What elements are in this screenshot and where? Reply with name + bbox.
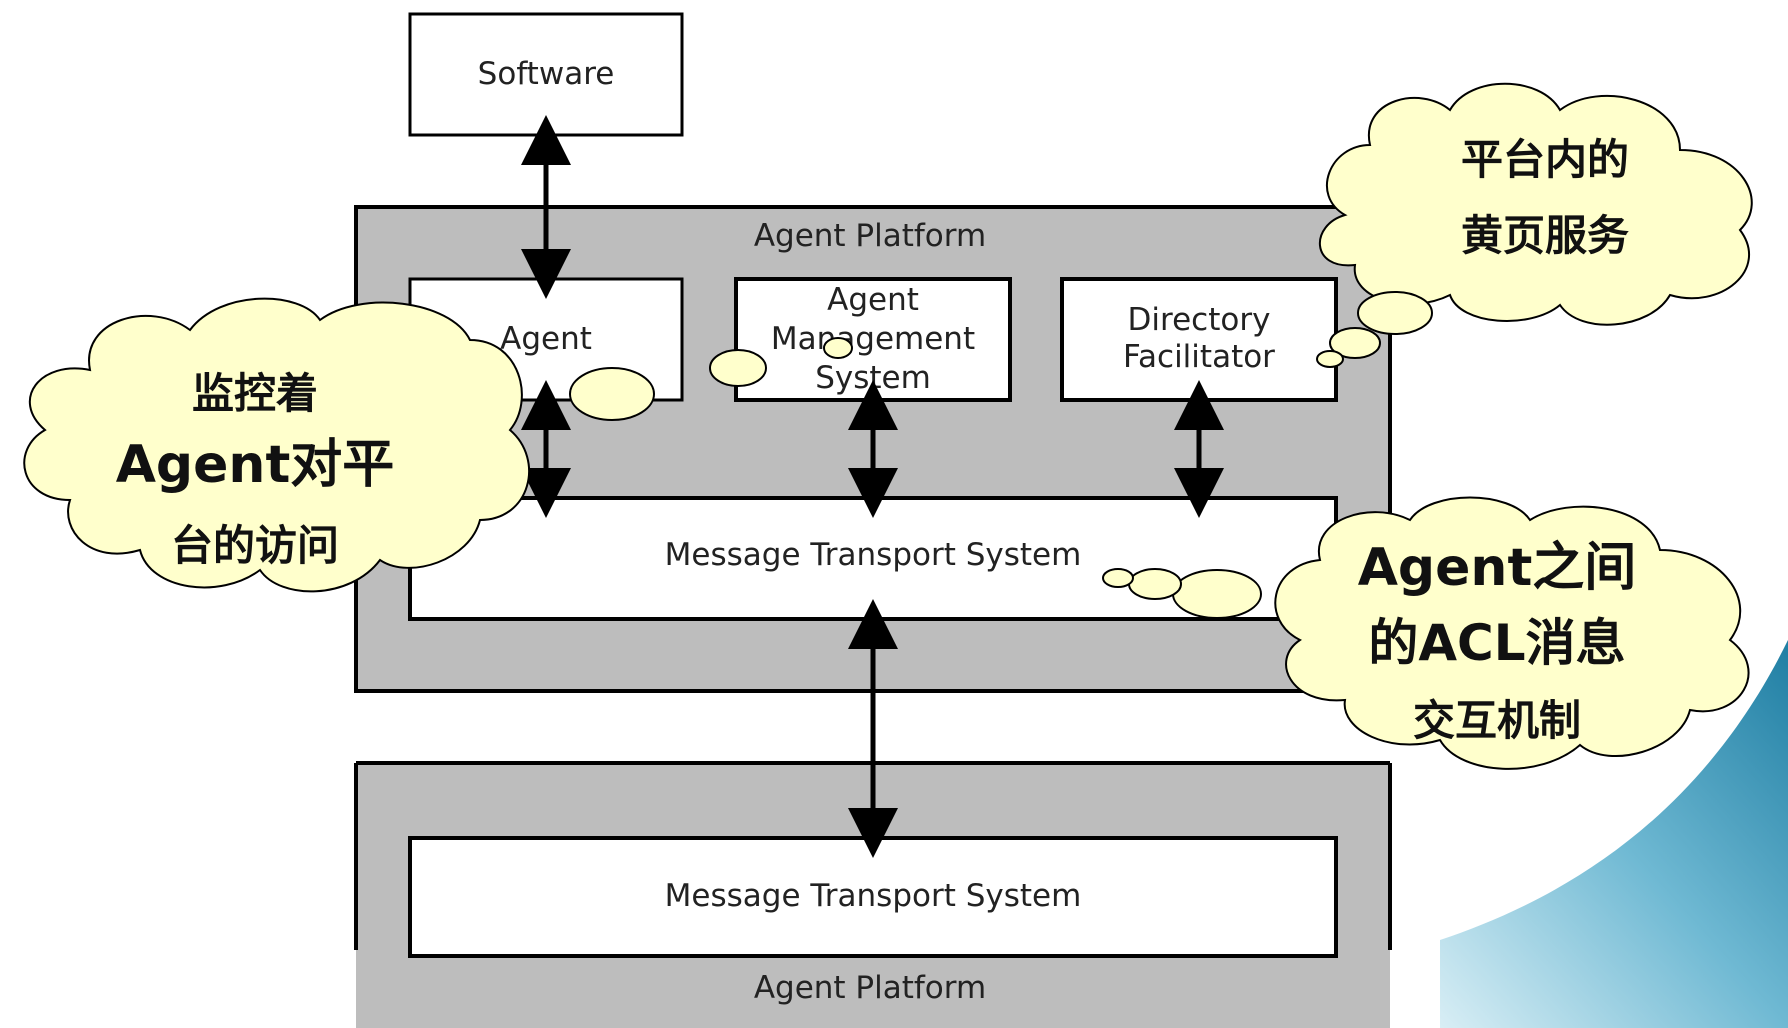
df-label-line1: Directory xyxy=(1128,302,1271,338)
agent-label: Agent xyxy=(500,321,592,357)
software-box xyxy=(408,12,684,137)
callout-acl-line2: 的ACL消息 xyxy=(1368,614,1625,672)
callout-acl: Agent之间 的ACL消息 交互机制 xyxy=(1102,496,1750,770)
agent-platform-bottom-title: Agent Platform xyxy=(754,970,986,1006)
callout-yellow-pages: 平台内的 黄页服务 xyxy=(1316,82,1753,368)
callout-yellow-pages-line1: 平台内的 xyxy=(1461,135,1629,184)
ams-label-line1: Agent xyxy=(827,282,919,318)
callout-monitor: 监控着 Agent对平 台的访问 xyxy=(23,297,853,593)
ams-box xyxy=(734,277,1012,402)
software-label: Software xyxy=(478,56,615,92)
callout-monitor-line1: 监控着 xyxy=(192,369,318,418)
df-label-line2: Facilitator xyxy=(1123,339,1275,375)
agent-platform-top-title: Agent Platform xyxy=(754,218,986,254)
ams-label-line2: Management xyxy=(771,321,975,357)
callout-acl-line1: Agent之间 xyxy=(1358,538,1637,598)
mts-top-label: Message Transport System xyxy=(665,537,1082,573)
callout-acl-line3: 交互机制 xyxy=(1413,696,1581,745)
mts-bottom-label: Message Transport System xyxy=(665,878,1082,914)
decorative-swoosh xyxy=(1440,640,1788,1028)
ams-label-line3: System xyxy=(815,360,931,396)
df-box xyxy=(1060,277,1338,402)
callout-monitor-line3: 台的访问 xyxy=(171,521,339,570)
callout-yellow-pages-line2: 黄页服务 xyxy=(1461,211,1629,260)
callout-monitor-line2: Agent对平 xyxy=(116,435,395,495)
